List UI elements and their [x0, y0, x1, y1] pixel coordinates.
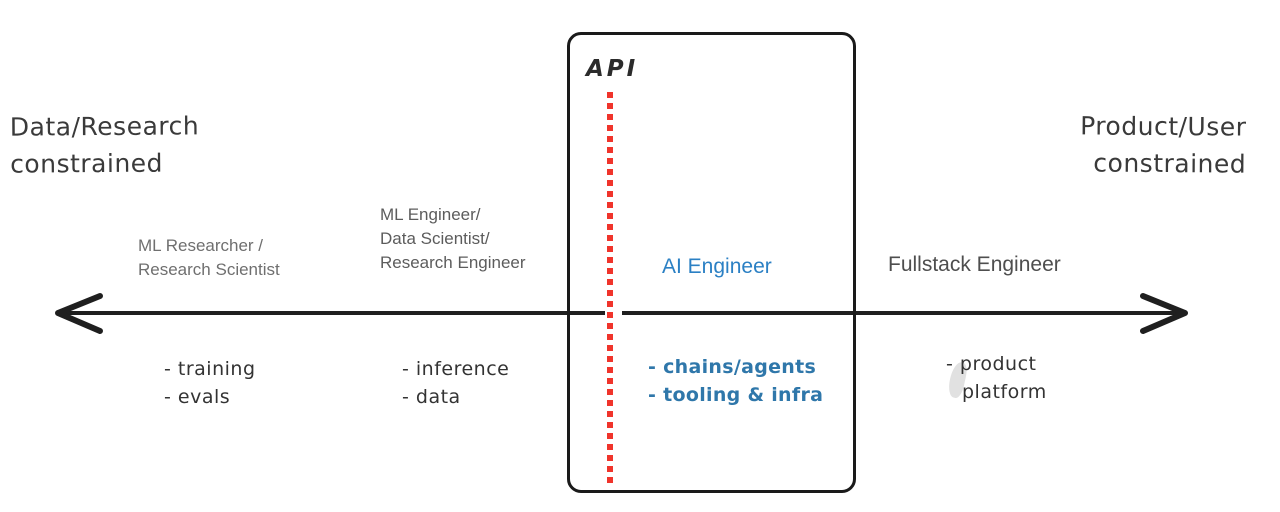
api-boundary-dotted-line: [607, 92, 613, 484]
right-constraint-line2: constrained: [1092, 148, 1246, 179]
role-ml-engineer-line1: ML Engineer/: [380, 205, 481, 224]
role-ml-researcher-line1: ML Researcher /: [138, 236, 264, 255]
right-constraint-label: Product/User constrained: [1079, 107, 1247, 182]
role-label-ml-engineer: ML Engineer/ Data Scientist/ Research En…: [380, 203, 568, 275]
bullet-tooling-infra: - tooling & infra: [648, 384, 824, 406]
api-box-label: API: [586, 56, 639, 82]
role-label-fullstack-engineer: Fullstack Engineer: [888, 253, 1061, 276]
bullet-platform: platform: [962, 381, 1047, 403]
bullet-data: - data: [402, 386, 461, 408]
left-constraint-label: Data/Research constrained: [10, 107, 200, 182]
bullets-ml-engineer: - inference - data: [402, 355, 509, 411]
right-arrowhead-icon: [1140, 293, 1188, 334]
bullets-ai-engineer: - chains/agents - tooling & infra: [648, 353, 823, 409]
right-constraint-line1: Product/User: [1079, 111, 1247, 142]
role-label-ai-engineer: AI Engineer: [662, 255, 772, 278]
bullet-training: - training: [164, 358, 256, 380]
role-label-ml-researcher: ML Researcher / Research Scientist: [138, 234, 280, 282]
bullet-chains-agents: - chains/agents: [648, 356, 817, 378]
left-constraint-line2: constrained: [10, 148, 164, 179]
left-arrowhead-icon: [55, 293, 103, 334]
role-ml-engineer-line3: Research Engineer: [380, 253, 526, 272]
bullet-evals: - evals: [164, 386, 231, 408]
api-box: [567, 32, 856, 493]
bullet-product: - product: [946, 353, 1037, 375]
role-ml-researcher-line2: Research Scientist: [138, 260, 280, 279]
bullets-ml-researcher: - training - evals: [164, 355, 256, 411]
role-ml-engineer-line2: Data Scientist/: [380, 229, 490, 248]
bullet-inference: - inference: [402, 358, 510, 380]
bullets-fullstack-engineer: - product platform: [946, 350, 1047, 406]
left-constraint-line1: Data/Research: [9, 111, 200, 142]
